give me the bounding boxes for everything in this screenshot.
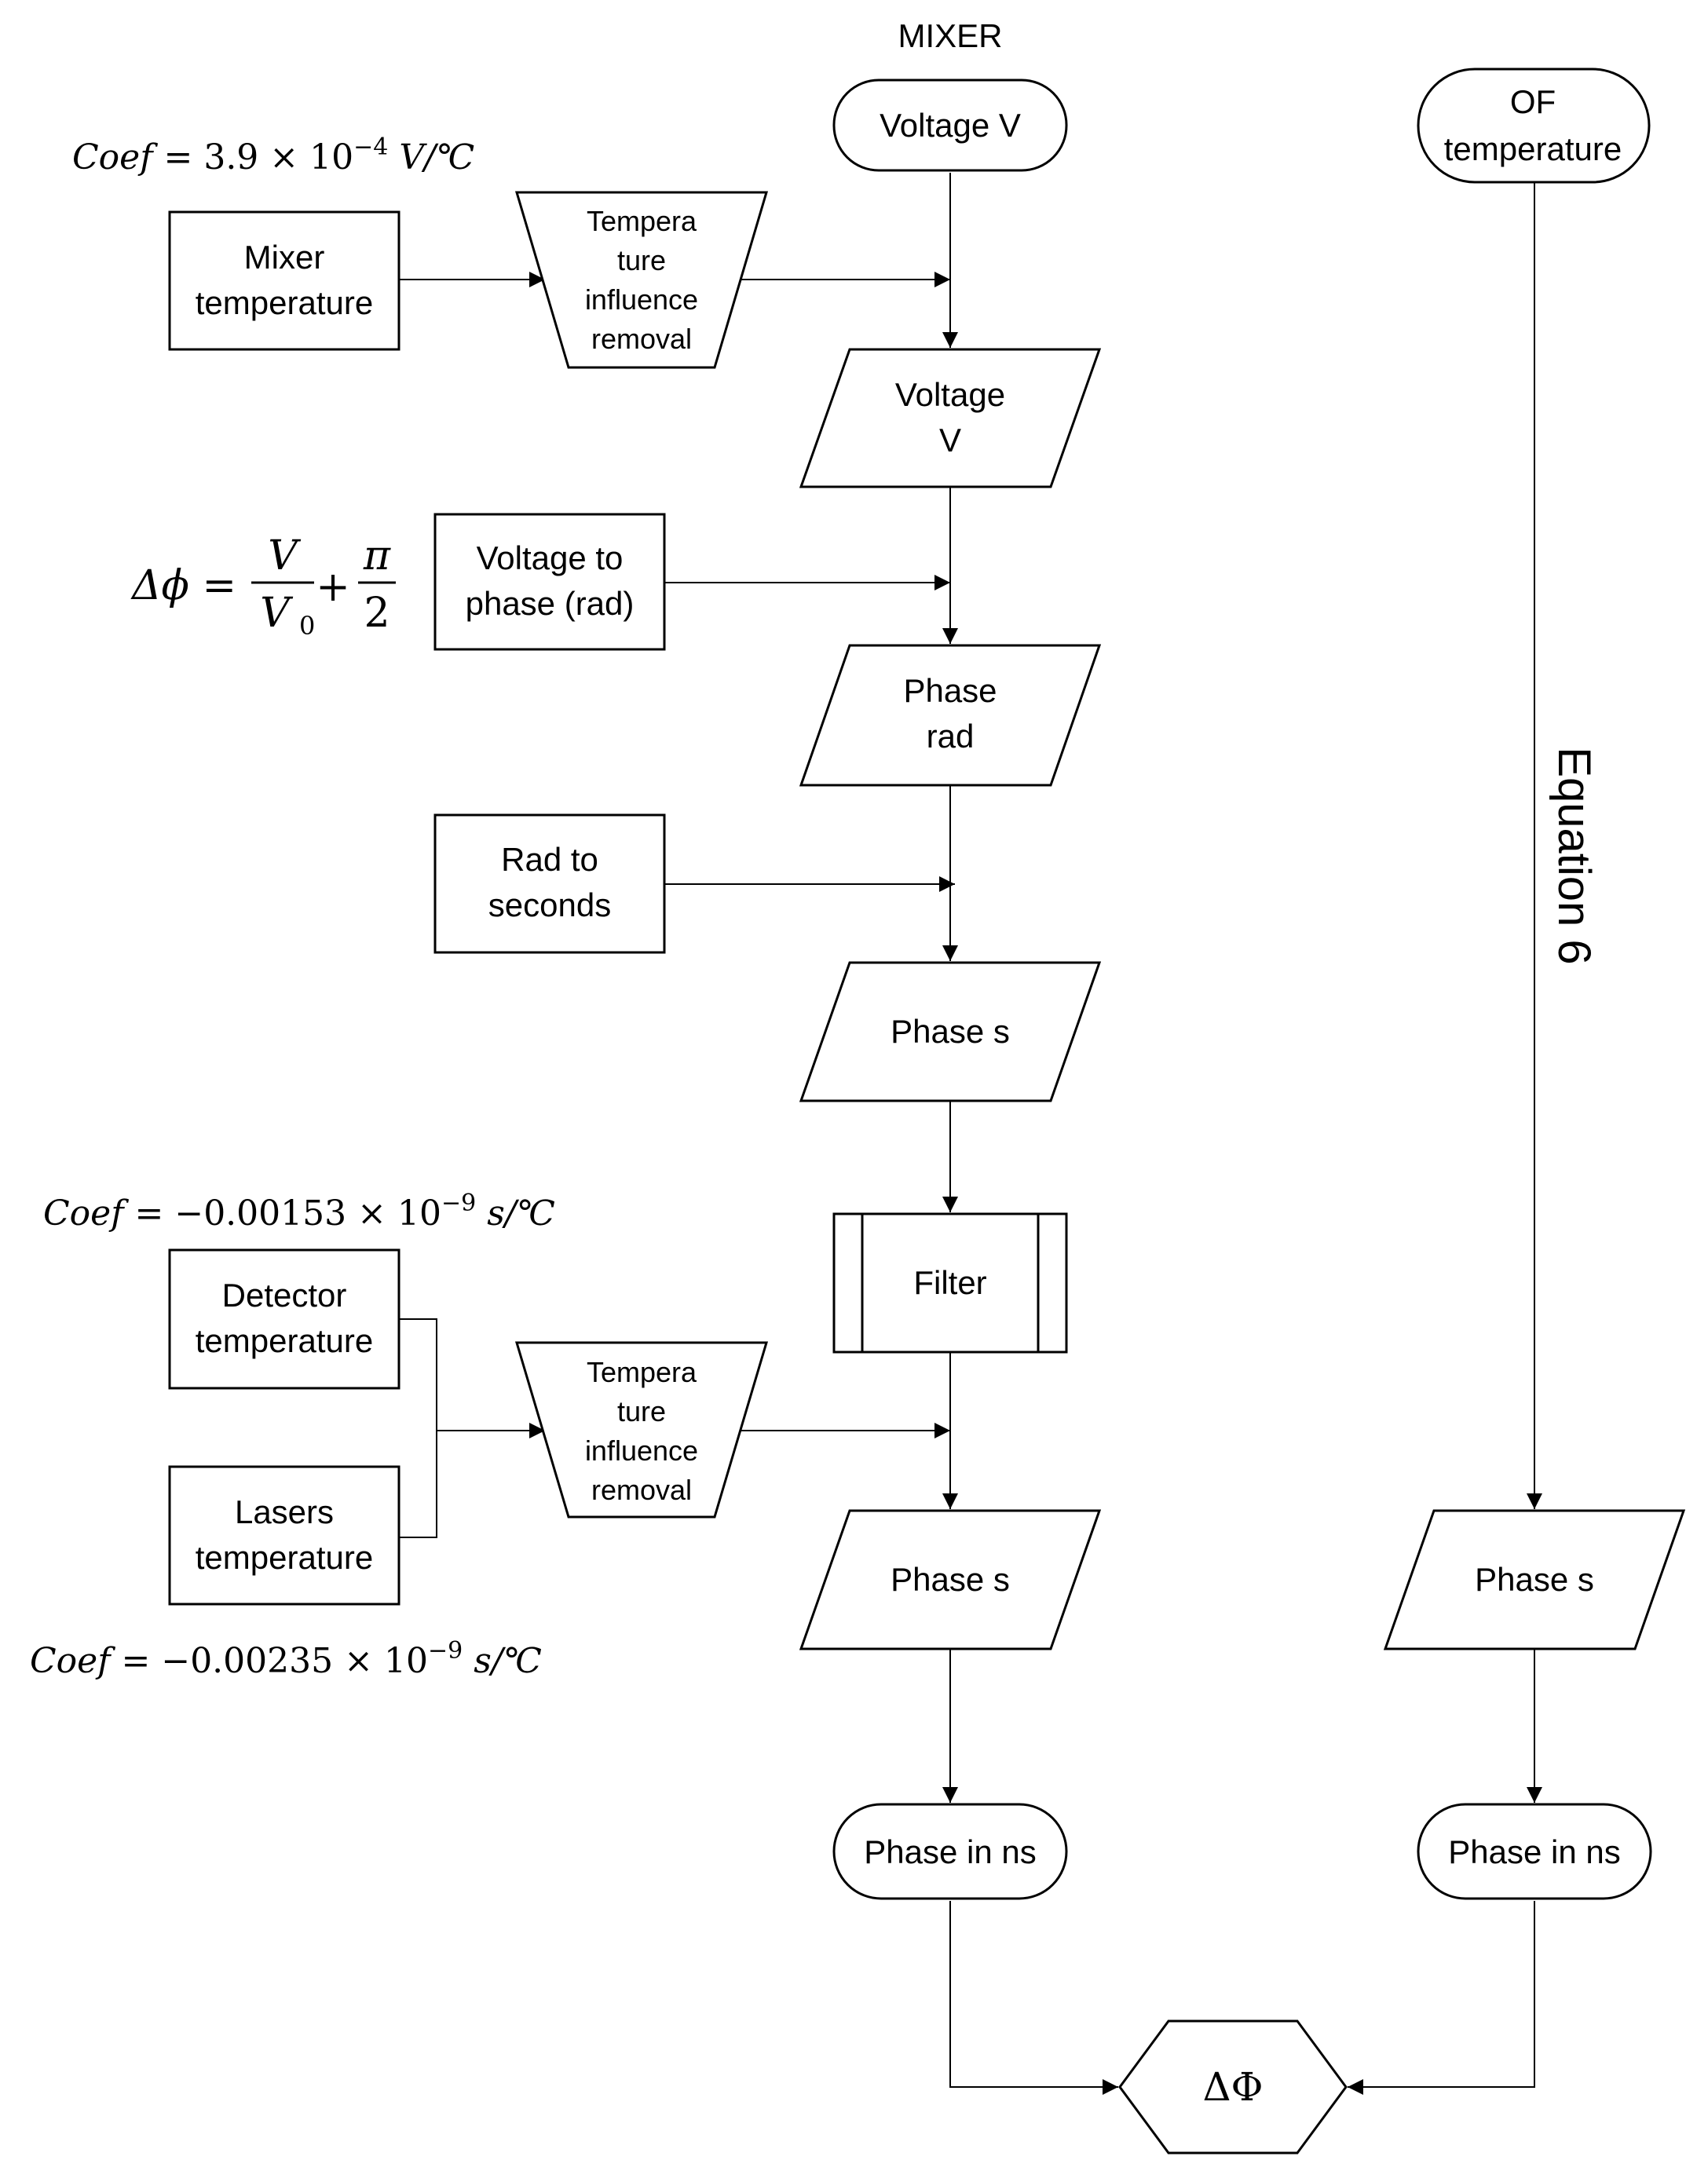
- node-phase-s-1: Phase s: [799, 961, 1102, 1102]
- svg-text:Phase: Phase: [903, 672, 997, 709]
- node-lasers-temperature: Lasers temperature: [168, 1465, 400, 1606]
- svg-text:ΔΦ: ΔΦ: [1202, 2064, 1263, 2110]
- svg-text:temperature: temperature: [1444, 130, 1622, 167]
- svg-text:Tempera: Tempera: [587, 205, 697, 237]
- svg-text:2: 2: [364, 590, 390, 637]
- node-mixer-voltage-in: Voltage V: [832, 79, 1068, 172]
- svg-text:rad: rad: [927, 718, 975, 755]
- svg-text:π: π: [363, 532, 391, 579]
- svg-text:Mixer: Mixer: [244, 239, 325, 276]
- svg-text:influence: influence: [585, 283, 698, 316]
- svg-text:Tempera: Tempera: [587, 1356, 697, 1388]
- node-voltage-to-phase: Voltage to phase (rad): [433, 513, 666, 651]
- node-phase-rad: Phase rad: [799, 644, 1102, 787]
- node-phase-ns-left: Phase in ns: [832, 1803, 1068, 1900]
- svg-text:temperature: temperature: [196, 1322, 373, 1359]
- connector-left-ns-to-delta: [949, 1901, 1118, 2095]
- connectors: [399, 173, 1542, 2095]
- svg-text:influence: influence: [585, 1435, 698, 1467]
- coef-mixer-formula: Coef = 3.9 × 10−4 V/℃: [72, 133, 474, 177]
- equation-6-label: Equation 6: [1549, 747, 1600, 964]
- node-detector-temperature: Detector temperature: [168, 1248, 400, 1390]
- node-mixer-temperature: Mixer temperature: [168, 210, 400, 351]
- svg-text:Rad to: Rad to: [501, 841, 598, 878]
- svg-text:+: +: [316, 564, 350, 611]
- connector-temp-bracket: [399, 1318, 437, 1538]
- svg-text:temperature: temperature: [196, 1539, 373, 1576]
- node-of-temperature: OF temperature: [1417, 68, 1651, 184]
- node-delta-phi-output: ΔΦ: [1118, 2019, 1348, 2155]
- svg-text:V: V: [939, 422, 961, 459]
- coef-detector-formula: Coef = −0.00153 × 10−9 s/℃: [43, 1190, 555, 1234]
- coef-lasers-formula: Coef = −0.00235 × 10−9 s/℃: [30, 1637, 542, 1681]
- connector-right-ns-to-delta: [1348, 1901, 1535, 2095]
- node-voltage-v: Voltage V: [799, 348, 1102, 488]
- svg-text:Phase s: Phase s: [891, 1561, 1010, 1598]
- svg-text:phase (rad): phase (rad): [466, 585, 635, 622]
- svg-text:removal: removal: [591, 323, 692, 355]
- svg-text:Phase in ns: Phase in ns: [864, 1833, 1036, 1870]
- svg-text:Δϕ =: Δϕ =: [130, 562, 236, 609]
- svg-text:temperature: temperature: [196, 284, 373, 321]
- svg-text:Phase in ns: Phase in ns: [1448, 1833, 1620, 1870]
- diagram-title: MIXER: [898, 17, 1002, 54]
- svg-text:V: V: [260, 590, 293, 637]
- node-temp-removal-bottom: Tempera ture influence removal: [514, 1341, 769, 1519]
- node-rad-to-seconds: Rad to seconds: [433, 813, 666, 954]
- phase-formula: Δϕ = V V 0 + π 2: [130, 532, 396, 641]
- svg-text:Phase s: Phase s: [1475, 1561, 1594, 1598]
- node-phase-s-right: Phase s: [1383, 1509, 1686, 1650]
- svg-text:removal: removal: [591, 1474, 692, 1506]
- node-phase-ns-right: Phase in ns: [1417, 1803, 1652, 1900]
- svg-text:ture: ture: [617, 1395, 666, 1427]
- node-temp-removal-top: Tempera ture influence removal: [514, 191, 769, 369]
- svg-text:Filter: Filter: [913, 1264, 986, 1301]
- svg-text:Lasers: Lasers: [235, 1493, 334, 1530]
- node-phase-s-2: Phase s: [799, 1509, 1102, 1650]
- svg-text:Phase s: Phase s: [891, 1013, 1010, 1050]
- svg-text:OF: OF: [1510, 83, 1556, 120]
- svg-text:Voltage: Voltage: [895, 376, 1005, 413]
- svg-text:V: V: [268, 532, 301, 579]
- svg-text:Detector: Detector: [222, 1277, 347, 1314]
- svg-text:seconds: seconds: [488, 886, 611, 923]
- node-filter: Filter: [832, 1212, 1068, 1354]
- svg-text:ture: ture: [617, 244, 666, 276]
- svg-text:0: 0: [299, 611, 315, 641]
- svg-text:Voltage to: Voltage to: [477, 539, 624, 576]
- svg-text:Voltage V: Voltage V: [880, 107, 1021, 144]
